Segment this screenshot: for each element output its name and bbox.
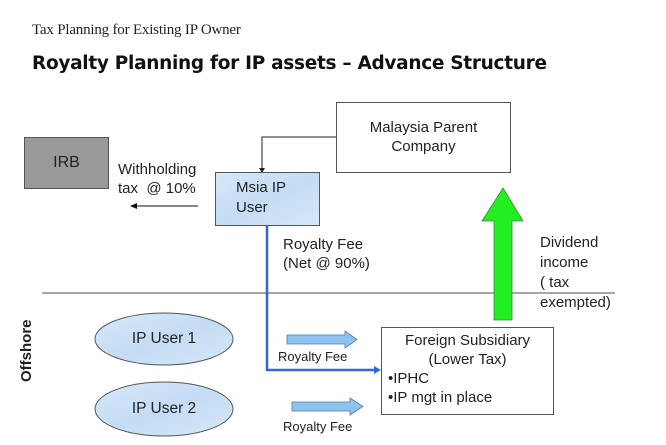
foreign-subsidiary-label: Foreign Subsidiary (Lower Tax) bbox=[381, 331, 554, 369]
malaysia-parent-line-1: Malaysia Parent bbox=[369, 119, 478, 136]
msia-ip-user-line-2: User bbox=[236, 199, 268, 216]
foreign-bullet-2: •IP mgt in place bbox=[388, 389, 493, 406]
malaysia-parent-label: Malaysia Parent Company bbox=[336, 118, 511, 156]
slide-title: Royalty Planning for IP assets – Advance… bbox=[32, 53, 547, 74]
royalty-net-flow-line bbox=[265, 226, 376, 372]
malaysia-parent-line-2: Company bbox=[391, 138, 456, 155]
dividend-line-3: ( tax bbox=[540, 274, 570, 291]
withholding-arrowhead bbox=[130, 203, 137, 209]
withholding-tax-label: Withholding tax @ 10% bbox=[118, 160, 196, 198]
foreign-bullet-1: •IPHC bbox=[388, 370, 430, 387]
foreign-subsidiary-line-2: (Lower Tax) bbox=[428, 351, 507, 368]
ip-user-2-ellipse[interactable] bbox=[94, 381, 234, 437]
msia-ip-user-label: Msia IP User bbox=[236, 178, 286, 218]
malaysia-parent-box[interactable] bbox=[336, 102, 511, 173]
dividend-arrow bbox=[481, 187, 524, 321]
royalty-net-flow-arrowhead bbox=[374, 366, 381, 374]
withholding-line-1: Withholding bbox=[118, 161, 197, 178]
ip-user-1-label: IP User 1 bbox=[131, 330, 197, 347]
royalty-fee-arrow-2 bbox=[291, 397, 364, 416]
msia-ip-user-line-1: Msia IP bbox=[236, 179, 287, 196]
foreign-subsidiary-line-1: Foreign Subsidiary bbox=[404, 332, 531, 349]
irb-label: IRB bbox=[53, 153, 80, 171]
offshore-label: Offshore bbox=[18, 319, 35, 382]
withholding-line-2: tax @ 10% bbox=[118, 180, 196, 197]
royalty-net-line-2: (Net @ 90%) bbox=[283, 255, 370, 272]
royalty-fee-label-1: Royalty Fee bbox=[278, 349, 348, 364]
foreign-subsidiary-box[interactable] bbox=[381, 327, 554, 415]
royalty-fee-arrow-1 bbox=[286, 330, 358, 349]
royalty-net-line-1: Royalty Fee bbox=[283, 236, 364, 253]
foreign-subsidiary-bullets: •IPHC •IP mgt in place bbox=[388, 369, 492, 407]
dividend-line-2: income bbox=[540, 254, 589, 271]
ip-user-2-label: IP User 2 bbox=[131, 400, 197, 417]
royalty-net-label: Royalty Fee (Net @ 90%) bbox=[283, 235, 370, 273]
ip-user-1-ellipse[interactable] bbox=[94, 312, 234, 366]
parent-to-msia-connector bbox=[261, 136, 336, 171]
slide-subtitle: Tax Planning for Existing IP Owner bbox=[32, 22, 241, 38]
royalty-fee-label-2: Royalty Fee bbox=[283, 419, 353, 434]
dividend-line-4: exempted) bbox=[540, 294, 611, 311]
connector-arrowhead bbox=[259, 168, 265, 173]
irb-box[interactable] bbox=[24, 137, 109, 189]
dividend-income-label: Dividend income ( tax exempted) bbox=[540, 233, 611, 313]
dividend-line-1: Dividend bbox=[540, 234, 599, 251]
msia-ip-user-box[interactable] bbox=[215, 172, 320, 226]
